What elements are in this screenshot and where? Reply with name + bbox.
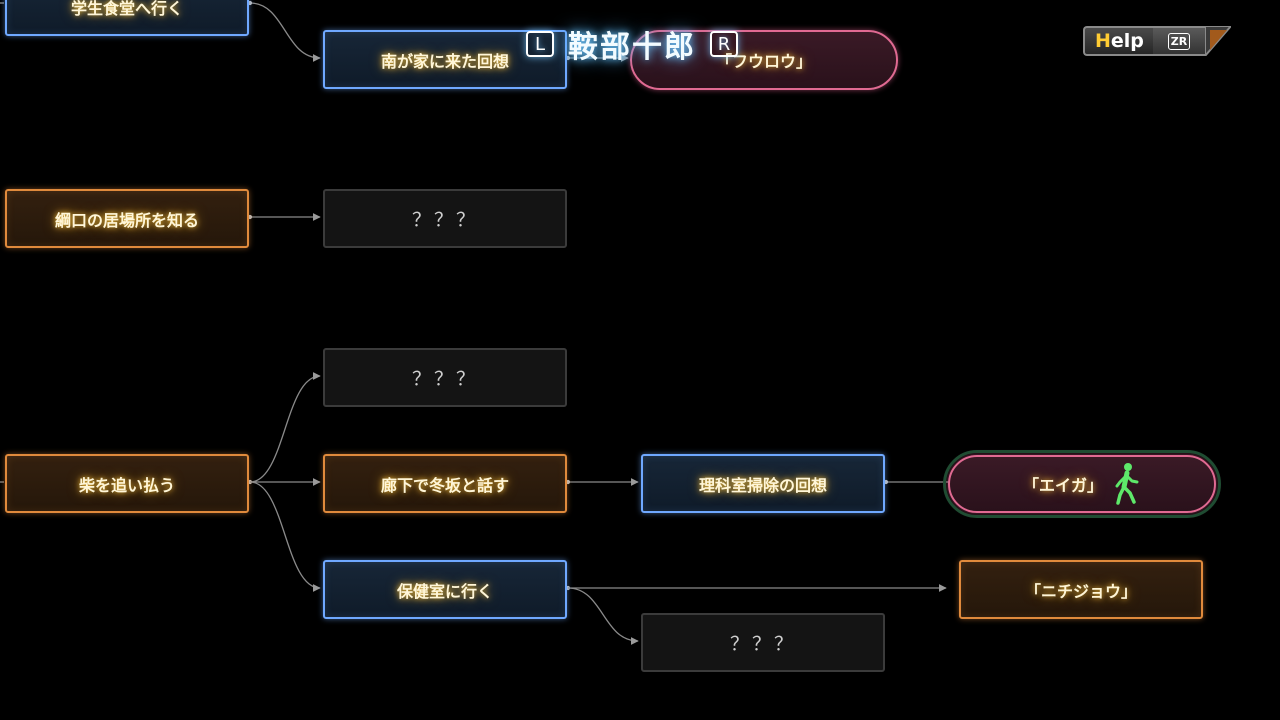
node-keyword-eiga-label: 「エイガ」 [1022,476,1103,495]
node-corridor-talk[interactable]: 廊下で冬坂と話す [323,454,567,513]
node-science-room-memory[interactable]: 理科室掃除の回想 [641,454,885,513]
walking-person-icon [1115,463,1139,505]
character-title-bar: L 鞍部十郎 R [526,24,738,65]
node-unknown-2[interactable]: ？？？ [323,348,567,407]
edge-cafeteria-to-minami [247,0,321,62]
node-keyword-eiga[interactable]: 「エイガ」 [943,450,1221,518]
node-keyword-furou[interactable]: 「フウロウ」 [630,30,898,90]
node-unknown-3[interactable]: ？？？ [641,613,885,672]
help-tab-corner-icon [1205,26,1231,56]
l-button-icon[interactable]: L [526,31,554,57]
zr-key-label: ZR [1167,32,1191,50]
help-label-initial: H [1095,30,1111,52]
node-minami-memory[interactable]: 南が家に来た回想 [323,30,567,89]
character-name: 鞍部十郎 [568,30,696,65]
node-keyword-nichijou[interactable]: 「ニチジョウ」 [959,560,1203,619]
help-label-rest: elp [1110,30,1144,52]
node-drive-away[interactable]: 柴を追い払う [5,454,249,513]
node-cafeteria[interactable]: 学生食堂へ行く [5,0,249,36]
edge-drive-to-unknown [247,372,321,485]
node-unknown-1[interactable]: ？？？ [323,189,567,248]
r-button-icon[interactable]: R [710,31,738,57]
edge-drive-to-nurse [249,481,321,592]
node-tsuguchi-location[interactable]: 綱口の居場所を知る [5,189,249,248]
edge-nurse-to-unknown [567,587,639,645]
node-nurse-office[interactable]: 保健室に行く [323,560,567,619]
zr-button-icon: ZR [1153,26,1205,56]
